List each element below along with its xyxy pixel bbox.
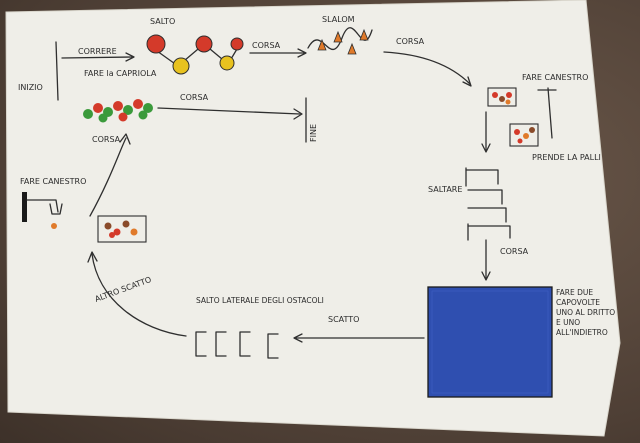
obstacle-2 — [215, 331, 227, 357]
hoop-yellow-1 — [172, 57, 190, 75]
ball-1d — [505, 99, 511, 105]
salto-station: SALTO — [146, 17, 244, 75]
label-corsa-5: CORSA — [180, 93, 209, 102]
pile-ball-5 — [123, 105, 133, 115]
cone-4 — [359, 28, 369, 41]
basket-net-left — [49, 203, 63, 215]
ball-box-lower-left — [97, 215, 147, 243]
ball-pile-finish — [83, 99, 153, 123]
cone-1 — [317, 38, 327, 51]
pile-ball-2 — [93, 103, 103, 113]
ball-3b — [113, 228, 121, 236]
hurdle-1 — [465, 169, 499, 185]
ball-2d — [517, 138, 523, 144]
pile-ball-8 — [98, 113, 108, 123]
start-line — [55, 41, 59, 101]
blue-mat — [427, 286, 553, 398]
ball-1c — [506, 92, 512, 98]
lateral-jump-station: SALTO LATERALE DEGLI OSTACOLI — [195, 296, 324, 359]
ball-box-3 — [97, 215, 147, 243]
label-fare-capovolte: FARE DUE CAPOVOLTE UNO AL DRITTO E UNO A… — [556, 288, 616, 337]
saltare-station: SALTARE — [428, 167, 511, 241]
label-slalom: SLALOM — [322, 15, 355, 24]
basket-station-left: FARE CANESTRO — [20, 177, 86, 229]
label-corsa-4: CORSA — [92, 135, 121, 144]
arrow-correre — [61, 56, 133, 59]
ball-box-2 — [509, 123, 539, 147]
arrowhead-corsa-2 — [462, 76, 472, 87]
arrow-corsa-2 — [383, 51, 471, 85]
label-prendere-palline: PRENDE LA PALLI — [532, 153, 601, 162]
label-inizio: INIZIO — [18, 83, 43, 92]
hoop-yellow-2 — [219, 55, 235, 71]
basket-arm-left — [26, 199, 59, 213]
hurdle-2 — [467, 189, 503, 205]
basket-ball-left — [51, 223, 57, 229]
label-scatto: SCATTO — [328, 315, 359, 324]
hoop-red-3 — [230, 37, 244, 51]
ball-1a — [492, 92, 498, 98]
label-corsa-1: CORSA — [252, 41, 281, 50]
arrow-altro-scatto — [91, 253, 187, 337]
ball-3c — [122, 220, 130, 228]
arrowhead-corsa-4 — [119, 133, 131, 145]
pile-ball-4 — [113, 101, 123, 111]
basket-board-left — [22, 192, 27, 222]
hoop-red-2 — [195, 35, 213, 53]
label-fare-canestro-top: FARE CANESTRO — [522, 73, 588, 82]
start-station: INIZIO CORRERE FARE la CAPRIOLA — [18, 41, 157, 101]
basket-station-right: FARE CANESTRO PRENDE LA PALLI — [481, 73, 601, 162]
ball-box-1 — [487, 87, 517, 107]
mat-texture — [431, 290, 549, 394]
ball-3a — [104, 222, 112, 230]
label-saltare: SALTARE — [428, 185, 462, 194]
slalom-station: SLALOM — [307, 15, 373, 55]
hoop-red-1 — [146, 34, 166, 54]
cone-2 — [333, 30, 343, 43]
ball-2a — [514, 129, 520, 135]
cone-3 — [347, 42, 357, 55]
label-corsa-3: CORSA — [500, 247, 529, 256]
label-fare-canestro-left: FARE CANESTRO — [20, 177, 86, 186]
arrow-corsa-4 — [89, 137, 127, 217]
label-salto-laterale: SALTO LATERALE DEGLI OSTACOLI — [196, 296, 324, 305]
pile-ball-6 — [133, 99, 143, 109]
ball-1b — [499, 96, 505, 102]
pile-ball-1 — [83, 109, 93, 119]
label-fine: FINE — [309, 124, 318, 142]
arrowhead-down-2 — [481, 271, 491, 281]
ball-3d — [130, 228, 138, 236]
ball-2c — [529, 127, 535, 133]
label-fare-capriola: FARE la CAPRIOLA — [84, 69, 157, 78]
label-correre: CORRERE — [78, 47, 117, 56]
arrowhead-altro-scatto — [87, 251, 98, 263]
obstacle-4 — [267, 333, 279, 359]
ball-2b — [523, 133, 529, 139]
ball-3e — [109, 232, 115, 238]
mat-station: FARE DUE CAPOVOLTE UNO AL DRITTO E UNO A… — [427, 286, 616, 398]
obstacle-1 — [195, 331, 207, 357]
label-fare-capovolte-wrap: FARE DUE CAPOVOLTE UNO AL DRITTO E UNO A… — [556, 288, 616, 337]
hurdle-4 — [467, 225, 511, 239]
arrowhead-corsa-1 — [297, 48, 307, 58]
pile-ball-7 — [143, 103, 153, 113]
arrowhead-corsa-5 — [293, 108, 303, 120]
arrowhead-scatto — [293, 333, 303, 343]
label-salto: SALTO — [150, 17, 175, 26]
arrowhead-down-1 — [481, 143, 491, 153]
obstacle-3 — [239, 331, 251, 357]
label-corsa-2: CORSA — [396, 37, 425, 46]
hurdle-3 — [467, 207, 507, 223]
arrowhead-correre — [125, 52, 135, 62]
pile-ball-10 — [138, 110, 148, 120]
pile-ball-9 — [118, 112, 128, 122]
label-salto-laterale-wrap: SALTO LATERALE DEGLI OSTACOLI — [196, 296, 324, 305]
basket-pole-right — [547, 87, 553, 139]
arrow-corsa-5 — [157, 107, 301, 115]
